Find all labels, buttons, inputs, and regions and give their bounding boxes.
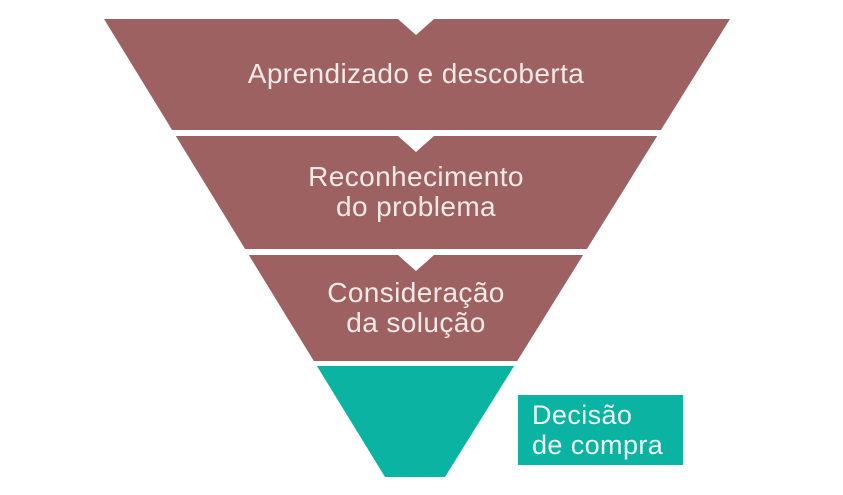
funnel-stage-3-label: Consideração da solução — [0, 278, 832, 338]
funnel-stage-4-shape — [316, 366, 515, 477]
stage-2-label-line: do problema — [335, 191, 497, 222]
stage-1-label-line: Aprendizado e descoberta — [247, 58, 585, 89]
funnel-stage-2-shape — [175, 136, 658, 249]
stage-3-label-line: Consideração — [327, 277, 505, 308]
stage-2-label-line: Reconhecimento — [308, 161, 524, 192]
funnel-stage-3-shape — [248, 255, 584, 361]
stage-3-label-line: da solução — [346, 307, 486, 338]
funnel-stage-4-label-box: Decisão de compra — [518, 395, 683, 465]
stage-4-label-line: Decisão de compra — [532, 400, 664, 460]
funnel-stage-1-label: Aprendizado e descoberta — [0, 59, 832, 89]
funnel-stage-1-shape — [104, 19, 730, 130]
funnel-stage-2-label: Reconhecimento do problema — [0, 162, 832, 222]
